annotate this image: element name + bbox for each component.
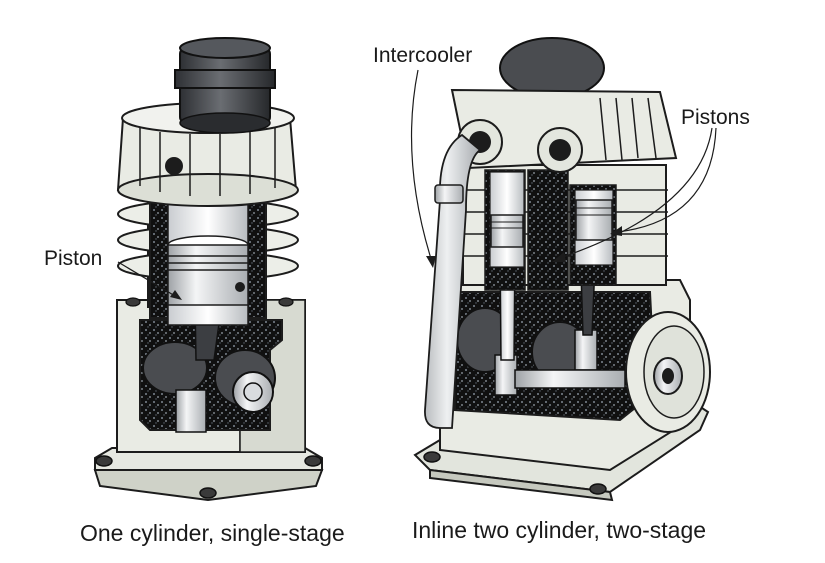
crankshaft — [142, 341, 276, 433]
piston — [167, 235, 249, 306]
intercooler-leader-line — [410, 69, 433, 263]
intercooler-label: Intercooler — [373, 44, 472, 67]
base-bolts — [95, 297, 322, 499]
single-stage-caption: One cylinder, single-stage — [80, 520, 345, 546]
pistons-arrowhead-2 — [610, 226, 622, 236]
intercooler-arrowhead — [426, 256, 436, 268]
piston-label: Piston — [44, 247, 102, 270]
air-filter — [174, 37, 276, 134]
two-stage-compressor: Intercooler Pistons Inline two cylinder,… — [373, 37, 750, 543]
flywheel — [625, 311, 711, 433]
pistons-2 — [490, 199, 613, 248]
pistons-label: Pistons — [681, 106, 750, 129]
pistons-leader-line-2 — [617, 127, 717, 233]
cylinder-head-2 — [450, 37, 678, 173]
pistons-leader-line-1 — [559, 127, 713, 259]
intercooler-tube — [424, 133, 482, 429]
crankshaft-2 — [456, 307, 626, 396]
piston-leader-line — [117, 261, 176, 297]
intercooler-fitting — [434, 184, 464, 204]
two-stage-caption: Inline two cylinder, two-stage — [412, 517, 706, 543]
pistons-arrowhead-1 — [552, 252, 566, 262]
single-stage-compressor: Piston One cylinder, single-stage — [44, 37, 345, 546]
piston-arrowhead — [170, 290, 182, 300]
